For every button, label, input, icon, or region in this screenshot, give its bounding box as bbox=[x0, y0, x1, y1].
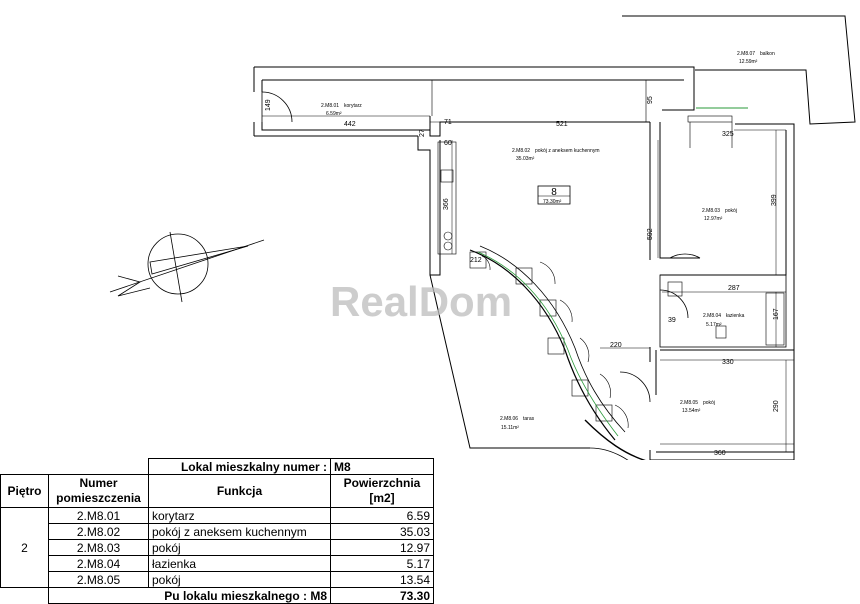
room-name-05: pokój bbox=[703, 400, 715, 406]
dim-60: 60 bbox=[444, 140, 452, 147]
row-function: pokój z aneksem kuchennym bbox=[148, 523, 331, 540]
room-schedule-table: Lokal mieszkalny numer : M8 Piętro Numer… bbox=[0, 458, 434, 604]
room-area-05: 13.54m² bbox=[682, 408, 701, 414]
room-name-06: taras bbox=[523, 416, 535, 422]
room-area-07: 12.59m² bbox=[739, 59, 758, 65]
floor-cell: 2 bbox=[0, 507, 49, 588]
compass-icon bbox=[109, 231, 265, 303]
dim-399: 399 bbox=[771, 194, 778, 206]
unit-number: 8 bbox=[551, 187, 557, 198]
row-area: 5.17 bbox=[330, 555, 434, 572]
dim-212: 212 bbox=[470, 257, 482, 264]
dim-442: 442 bbox=[344, 121, 356, 128]
room-name-02: pokój z aneksem kuchennym bbox=[535, 148, 599, 154]
balcony-outline bbox=[622, 15, 856, 125]
row-function: pokój bbox=[148, 539, 331, 556]
header-function: Funkcja bbox=[148, 474, 331, 508]
floor-plan: 2.M8.01 korytarz 6.59m² 2.M8.02 pokój z … bbox=[109, 15, 856, 460]
total-value: 73.30 bbox=[330, 587, 434, 604]
room-03-wall bbox=[649, 123, 795, 460]
table-title-label: Lokal mieszkalny numer : bbox=[148, 458, 331, 475]
room-code-05: 2.M8.05 bbox=[680, 400, 698, 406]
row-area: 35.03 bbox=[330, 523, 434, 540]
dim-71: 71 bbox=[444, 119, 452, 126]
dim-521: 521 bbox=[556, 121, 568, 128]
dim-149: 149 bbox=[265, 99, 272, 111]
dim-330: 330 bbox=[722, 359, 734, 366]
room-area-03: 12.97m² bbox=[704, 216, 723, 222]
dim-360: 360 bbox=[714, 450, 726, 457]
dim-95: 95 bbox=[647, 96, 654, 104]
unit-area: 73.30m² bbox=[543, 199, 562, 205]
row-function: korytarz bbox=[148, 507, 331, 524]
room-area-02: 35.03m² bbox=[516, 156, 535, 162]
row-area: 13.54 bbox=[330, 571, 434, 588]
row-area: 12.97 bbox=[330, 539, 434, 556]
row-number: 2.M8.03 bbox=[48, 539, 149, 556]
dim-167: 167 bbox=[773, 308, 780, 320]
living-room-wall bbox=[417, 136, 441, 276]
unit-number-box bbox=[537, 185, 571, 205]
dim-592: 592 bbox=[647, 228, 654, 240]
room-area-01: 6.59m² bbox=[326, 111, 342, 117]
watermark: RealDom bbox=[330, 278, 512, 325]
room-code-06: 2.M8.06 bbox=[500, 416, 518, 422]
dim-290: 290 bbox=[773, 400, 780, 412]
room-code-03: 2.M8.03 bbox=[702, 208, 720, 214]
room-area-06: 15.11m² bbox=[501, 425, 519, 431]
header-area: Powierzchnia [m2] bbox=[330, 474, 434, 508]
header-floor: Piętro bbox=[0, 474, 49, 508]
dim-325: 325 bbox=[722, 131, 734, 138]
dim-39: 39 bbox=[668, 317, 676, 324]
dim-27: 27 bbox=[419, 129, 426, 137]
terrace-outline bbox=[429, 274, 590, 449]
row-function: łazienka bbox=[148, 555, 331, 572]
row-number: 2.M8.02 bbox=[48, 523, 149, 540]
room-name-07: balkon bbox=[760, 51, 775, 57]
room-name-04: łazienka bbox=[726, 313, 745, 319]
row-number: 2.M8.01 bbox=[48, 507, 149, 524]
header-number: Numer pomieszczenia bbox=[48, 474, 149, 508]
room-code-02: 2.M8.02 bbox=[512, 148, 530, 154]
total-label: Pu lokalu mieszkalnego : M8 bbox=[48, 587, 331, 604]
room-area-04: 5.17m² bbox=[706, 322, 722, 328]
room-code-01: 2.M8.01 bbox=[321, 103, 339, 109]
row-number: 2.M8.04 bbox=[48, 555, 149, 572]
corridor-wall bbox=[254, 66, 695, 111]
room-code-04: 2.M8.04 bbox=[703, 313, 721, 319]
room-code-07: 2.M8.07 bbox=[737, 51, 755, 57]
row-area: 6.59 bbox=[330, 507, 434, 524]
table-title-value: M8 bbox=[330, 458, 434, 475]
room-name-01: korytarz bbox=[344, 103, 362, 109]
row-function: pokój bbox=[148, 571, 331, 588]
room-name-03: pokój bbox=[725, 208, 737, 214]
dim-366: 366 bbox=[443, 198, 450, 210]
dim-287: 287 bbox=[728, 285, 740, 292]
dim-220: 220 bbox=[610, 342, 622, 349]
row-number: 2.M8.05 bbox=[48, 571, 149, 588]
